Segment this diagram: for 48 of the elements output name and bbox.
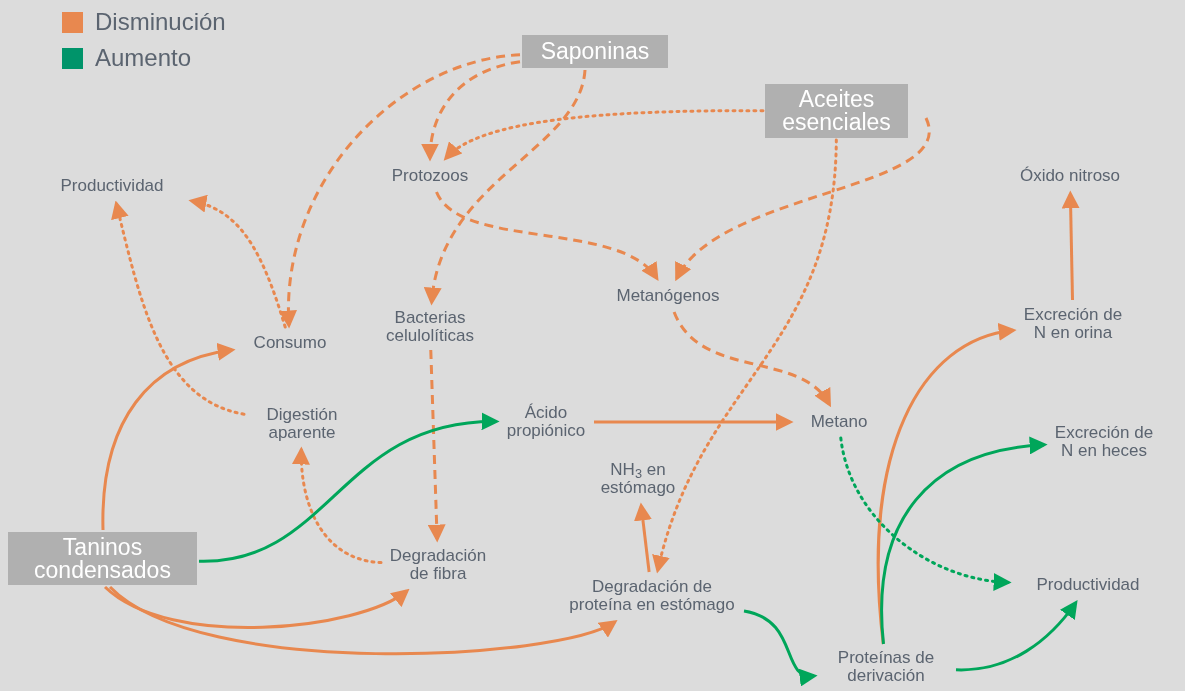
node-label: Óxido nitroso: [1019, 167, 1121, 185]
node-label: Degradación de proteína en estómago: [568, 578, 736, 614]
arrow: [880, 437, 1048, 645]
node-label: Productividad: [1036, 576, 1140, 594]
arrow: [427, 349, 446, 543]
node-label: Productividad: [60, 177, 164, 195]
arrow: [109, 585, 618, 656]
node-label: Metano: [810, 413, 868, 431]
arrow: [292, 446, 383, 565]
node-label: NH$_{3}$ en estómago: [599, 461, 677, 497]
node-label: Excreción de N en heces: [1053, 424, 1155, 460]
arrow: [674, 117, 931, 281]
arrow: [839, 436, 1012, 591]
node-label: Degradación de fibra: [388, 547, 488, 583]
legend-label: Aumento: [95, 44, 192, 72]
arrow: [101, 343, 236, 531]
arrow: [594, 413, 794, 431]
category-box: [765, 84, 908, 138]
arrow: [104, 585, 410, 629]
node-label: Ácido propiónico: [505, 404, 587, 440]
box-label: Saponinas: [540, 40, 650, 63]
arrow: [435, 191, 660, 281]
arrow: [1061, 190, 1080, 301]
arrow: [443, 109, 765, 161]
arrow: [652, 138, 838, 574]
arrow: [111, 200, 246, 416]
arrow: [672, 311, 832, 407]
arrow: [188, 195, 287, 329]
arrow: [743, 609, 818, 685]
legend-label: Disminución: [95, 8, 226, 36]
node-label: Proteínas de derivación: [836, 649, 936, 685]
arrow: [280, 53, 521, 329]
arrow: [956, 600, 1078, 672]
arrow: [425, 69, 587, 306]
node-label: Consumo: [253, 334, 327, 352]
category-box: [8, 532, 197, 585]
box-label: Aceites esenciales: [781, 88, 892, 134]
category-box: [522, 35, 668, 68]
arrow: [421, 60, 521, 162]
box-label: Taninos condensados: [33, 535, 172, 582]
node-label: Digestión aparente: [265, 406, 339, 442]
node-label: Protozoos: [391, 167, 469, 185]
arrow: [634, 502, 652, 573]
node-label: Bacterias celulolíticas: [385, 309, 475, 345]
arrow: [198, 413, 500, 563]
node-label: Metanógenos: [616, 287, 720, 305]
arrow: [876, 324, 1017, 645]
node-label: Excreción de N en orina: [1022, 306, 1124, 342]
